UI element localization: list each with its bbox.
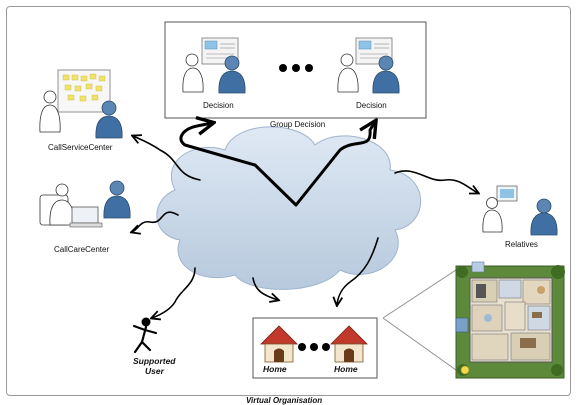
- supported-user-figure: [132, 317, 158, 354]
- relatives-illustration: [482, 185, 558, 236]
- call-care-center-illustration: [39, 180, 131, 228]
- call-service-center-label: CallServiceCenter: [48, 143, 113, 152]
- call-service-center-illustration: [39, 69, 123, 139]
- decision-group-right-illustration: [337, 37, 400, 94]
- call-care-center-label: CallCareCenter: [54, 245, 110, 254]
- ellipsis-dots-decision: [279, 64, 313, 72]
- floor-plan-illustration: [455, 261, 565, 379]
- home-right-label: Home: [334, 364, 358, 374]
- ellipsis-dots-homes: [298, 343, 330, 351]
- network-cloud: [156, 126, 422, 290]
- group-decision-label: Group Decision: [270, 120, 326, 129]
- relatives-label: Relatives: [505, 240, 538, 249]
- decision-group-left-illustration: [182, 37, 246, 94]
- floor-plan-zoom-lines: [382, 269, 457, 371]
- decision-right-label: Decision: [356, 101, 387, 110]
- connection-arrows: [132, 136, 478, 318]
- supported-user-label-line2: User: [145, 366, 164, 376]
- decision-left-label: Decision: [203, 101, 234, 110]
- home-left-icon: [260, 325, 298, 363]
- supported-user-label-line1: Supported: [133, 356, 176, 366]
- decision-arrows: [179, 122, 375, 207]
- home-right-icon: [330, 325, 368, 363]
- footer-caption: Virtual Organisation: [246, 396, 323, 405]
- home-left-label: Home: [263, 364, 287, 374]
